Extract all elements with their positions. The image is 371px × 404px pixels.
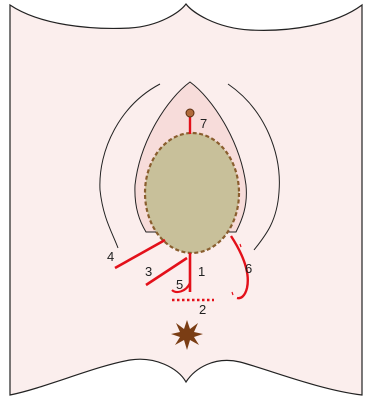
label-6: 6 bbox=[245, 261, 252, 276]
label-3: 3 bbox=[145, 264, 152, 279]
label-2: 2 bbox=[199, 302, 206, 317]
label-4: 4 bbox=[107, 249, 114, 264]
label-5: 5 bbox=[176, 277, 183, 292]
vaginal-opening bbox=[145, 133, 239, 253]
label-7: 7 bbox=[200, 116, 207, 131]
dot-icon bbox=[186, 109, 194, 117]
label-1: 1 bbox=[198, 264, 205, 279]
